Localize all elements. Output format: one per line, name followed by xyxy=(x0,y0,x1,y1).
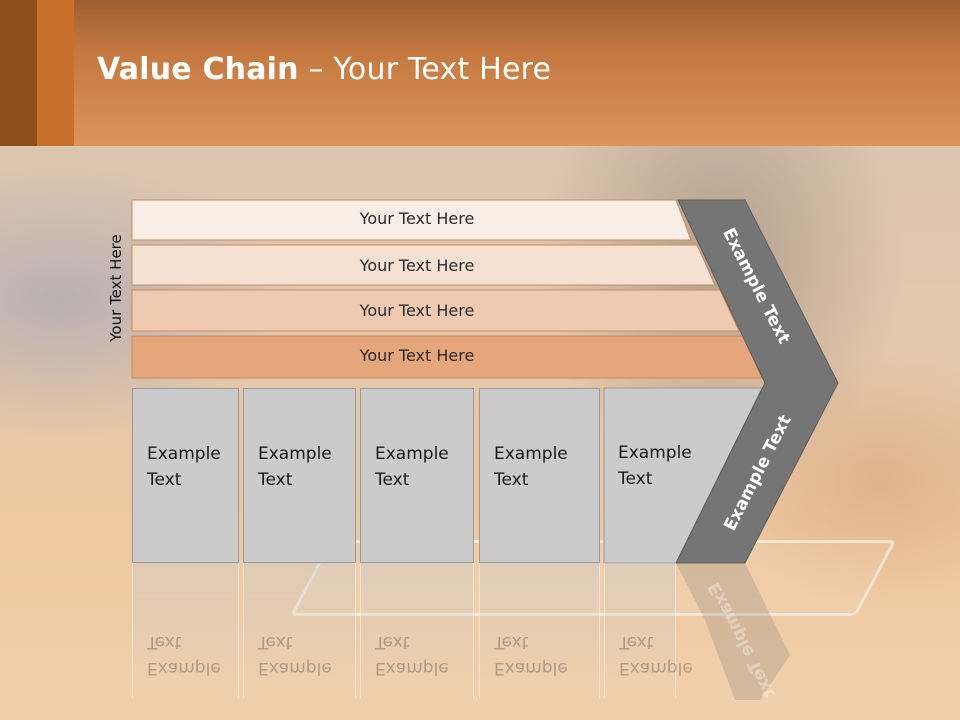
activity-box-2[interactable]: Example Text xyxy=(243,388,356,563)
activity-2-line1: Example xyxy=(258,444,332,464)
accent-stripe-dark xyxy=(0,0,37,146)
margin-chevron[interactable] xyxy=(675,199,839,564)
activity-1-line2: Text xyxy=(147,470,182,490)
activity-2-line2: Text xyxy=(258,470,293,490)
activity-box-3[interactable]: Example Text xyxy=(360,388,474,563)
support-band-1[interactable] xyxy=(131,199,692,241)
activity-4-line1: Example xyxy=(494,444,568,464)
activity-4-line2: Text xyxy=(494,470,529,490)
activity-1-line1: Example xyxy=(147,444,221,464)
activity-3-line1: Example xyxy=(375,444,449,464)
title-bar: Value Chain – Your Text Here xyxy=(0,0,960,146)
accent-stripe-light xyxy=(37,0,74,146)
support-activities-label: Your Text Here xyxy=(107,234,125,342)
slide-title: Value Chain – Your Text Here xyxy=(97,52,551,87)
activity-box-4[interactable]: Example Text xyxy=(479,388,600,563)
title-bold-part: Value Chain xyxy=(97,52,299,87)
title-rest-part: – Your Text Here xyxy=(298,52,552,87)
band-4-text: Your Text Here xyxy=(359,346,475,365)
margin-chevron-reflection xyxy=(676,563,790,700)
band-3-text: Your Text Here xyxy=(359,301,475,320)
support-band-4[interactable] xyxy=(131,335,763,379)
activity-5-line2: Text xyxy=(618,469,653,489)
activity-box-5: Example Text xyxy=(604,388,704,563)
support-band-2[interactable] xyxy=(131,244,716,286)
band-2-text: Your Text Here xyxy=(359,256,475,275)
activity-3-line2: Text xyxy=(375,470,410,490)
activity-box-1[interactable]: Example Text xyxy=(132,388,239,563)
band-1-text: Your Text Here xyxy=(359,209,475,228)
support-band-3[interactable] xyxy=(131,289,740,332)
activity-5-line1: Example xyxy=(618,443,692,463)
